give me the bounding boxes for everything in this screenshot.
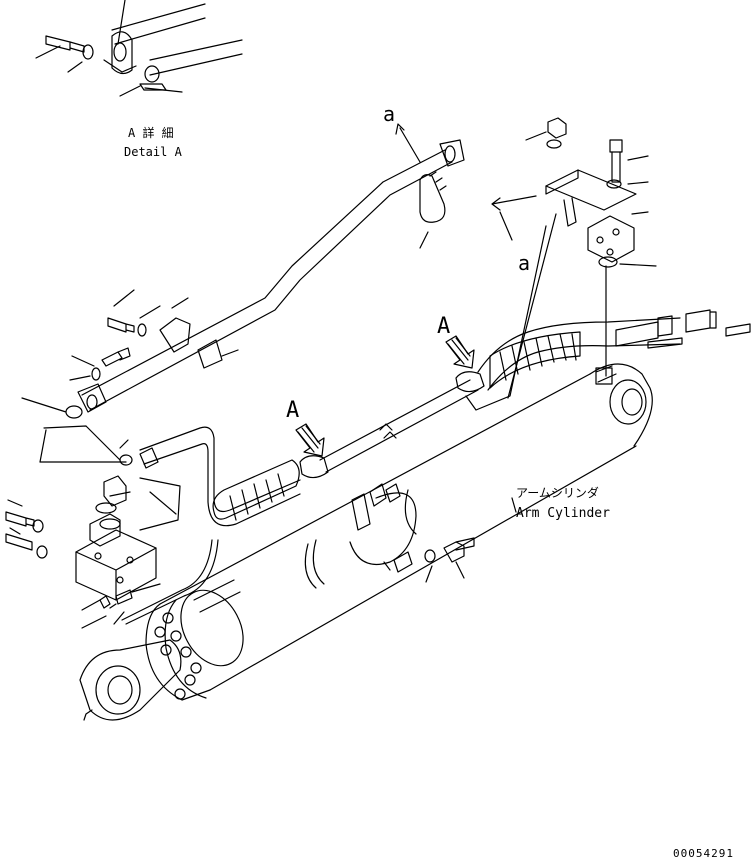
- arm-cylinder-label-jp: アームシリンダ: [516, 485, 599, 500]
- detail-a-title-jp: A 詳 細: [128, 125, 174, 140]
- u-bolt: [420, 172, 446, 248]
- tube-middle: [300, 226, 546, 478]
- arrow-up-icon: [396, 124, 420, 162]
- view-marker-A-right: A: [437, 314, 450, 339]
- long-pipe: [22, 140, 464, 418]
- arm-cylinder: [80, 364, 652, 720]
- view-marker-A-left: A: [286, 398, 299, 423]
- wrapped-hose-lower: [122, 427, 300, 624]
- arrow-down-icon: [296, 424, 324, 456]
- detail-a-drawing: [36, 0, 242, 96]
- view-marker-a-top: a: [383, 102, 395, 126]
- drawing-number: 00054291: [673, 847, 734, 860]
- detail-a-title-en: Detail A: [124, 145, 183, 159]
- view-marker-a-right: a: [518, 251, 530, 275]
- valve-assembly: [6, 426, 180, 628]
- wrapped-hose-upper: [478, 310, 750, 390]
- arm-cylinder-label-en: Arm Cylinder: [516, 506, 610, 521]
- arrow-down-icon: [446, 336, 474, 368]
